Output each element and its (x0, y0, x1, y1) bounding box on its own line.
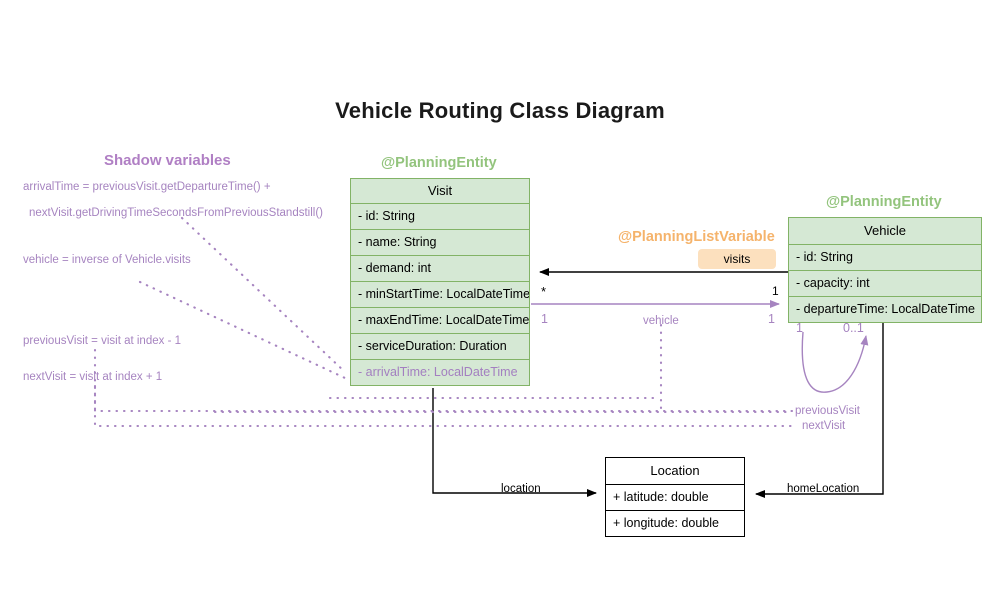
edge-multiplicity-chain-source: 1 (796, 321, 803, 335)
edge-label-homelocation: homeLocation (787, 483, 860, 495)
shadow-variable-line-vehicle: vehicle = inverse of Vehicle.visits (23, 254, 191, 266)
class-box-location[interactable]: Location + latitude: double + longitude:… (605, 457, 745, 537)
location-attribute-latitude: + latitude: double (606, 484, 744, 510)
edge-multiplicity-visits-target: 1 (772, 284, 779, 298)
diagram-title: Vehicle Routing Class Diagram (335, 98, 665, 123)
vehicle-attribute-capacity: - capacity: int (789, 270, 981, 296)
visit-stereotype-label: @PlanningEntity (381, 155, 497, 171)
edge-multiplicity-visits-source: * (541, 284, 547, 299)
shadow-variables-title: Shadow variables (104, 152, 231, 169)
visit-attribute-name: - name: String (351, 229, 529, 255)
visit-attribute-id: - id: String (351, 203, 529, 229)
location-class-name: Location (650, 463, 700, 478)
class-box-visit[interactable]: Visit - id: String - name: String - dema… (350, 178, 530, 386)
shadow-connector-nextvisit (93, 384, 799, 428)
vehicle-attribute-departuretime: - departureTime: LocalDateTime (789, 296, 981, 322)
visit-attribute-minstarttime: - minStartTime: LocalDateTime (351, 281, 529, 307)
edge-label-location: location (501, 483, 541, 495)
shadow-variable-line-arrivaltime-2: nextVisit.getDrivingTimeSecondsFromPrevi… (29, 207, 323, 219)
vehicle-attribute-id: - id: String (789, 244, 981, 270)
edge-label-previousvisit: previousVisit (795, 405, 860, 417)
shadow-connector-arrivaltime-a (180, 216, 347, 374)
edge-label-nextvisit: nextVisit (802, 420, 846, 432)
edge-label-visits-badge: visits (698, 249, 776, 269)
vehicle-class-name: Vehicle (864, 223, 906, 238)
visit-attribute-maxendtime: - maxEndTime: LocalDateTime (351, 307, 529, 333)
visit-attribute-arrivaltime: - arrivalTime: LocalDateTime (351, 359, 529, 385)
edge-multiplicity-vehicle-target: 1 (768, 312, 775, 326)
edge-vehicle-self-loop (801, 331, 869, 393)
visit-class-name: Visit (427, 183, 453, 198)
shadow-connector-arrivaltime-b (138, 280, 347, 380)
location-attribute-longitude: + longitude: double (606, 510, 744, 536)
edge-multiplicity-chain-target: 0..1 (843, 321, 864, 335)
shadow-variable-line-nextvisit: nextVisit = visit at index + 1 (23, 371, 163, 383)
edge-location (432, 388, 597, 497)
shadow-variable-line-arrivaltime-1: arrivalTime = previousVisit.getDeparture… (23, 181, 271, 193)
visit-attribute-serviceduration: - serviceDuration: Duration (351, 333, 529, 359)
edge-label-vehicle: vehicle (643, 315, 679, 327)
edge-multiplicity-vehicle-source: 1 (541, 312, 548, 326)
vehicle-stereotype-label: @PlanningEntity (826, 194, 942, 210)
class-box-vehicle[interactable]: Vehicle - id: String - capacity: int - d… (788, 217, 982, 323)
planning-list-variable-label: @PlanningListVariable (618, 229, 775, 245)
visit-attribute-demand: - demand: int (351, 255, 529, 281)
shadow-variable-line-previousvisit: previousVisit = visit at index - 1 (23, 335, 181, 347)
